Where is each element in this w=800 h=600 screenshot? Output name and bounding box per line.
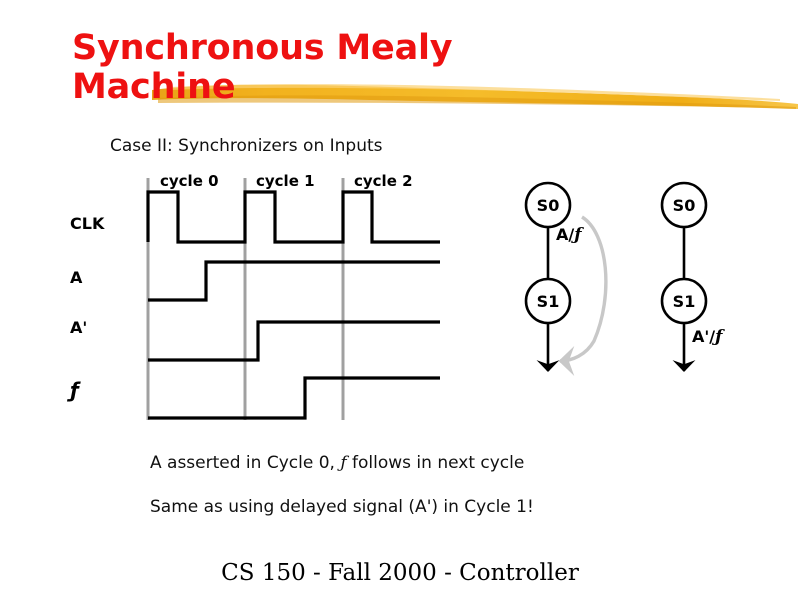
body-line-first: A asserted in Cycle 0, ƒ follows in next… [150,453,524,473]
state-diagram-svg: S0 S1 S0 S1 [524,181,708,376]
transition-label-left: A/ƒ [556,225,582,245]
cycle-label-1: cycle 1 [256,172,315,190]
state-diagram-right [660,181,708,373]
state-diagram-group: S0 S1 S0 S1 A/ƒ A'/ƒ [490,175,790,390]
wave-label-clk: CLK [70,214,105,233]
body-line-second: Same as using delayed signal (A') in Cyc… [150,497,534,517]
state-label-s0-right: S0 [673,196,696,215]
waveform-a-prime [148,320,440,362]
page-title: Synchronous Mealy Machine [72,28,453,108]
transition-label-right-prefix: A'/ [692,327,716,346]
pointer-arrow-curved [558,215,608,376]
wave-label-a: A [70,268,83,287]
body-line-first-italic: ƒ [340,453,347,473]
waveform-f [148,376,440,420]
body-line-first-part1: A asserted in Cycle 0, [150,453,341,473]
waveform-plot [146,178,440,420]
slide-subtitle: Case II: Synchronizers on Inputs [110,136,383,156]
waveform-a [148,260,440,302]
body-line-first-part2: follows in next cycle [346,453,525,473]
timing-diagram: CLK A A' ƒ cycle 0 cycle 1 cycle 2 [60,170,460,430]
transition-label-left-output: ƒ [574,225,582,245]
wave-label-f: ƒ [70,378,79,402]
cycle-label-2: cycle 2 [354,172,413,190]
transition-label-left-prefix: A/ [556,225,575,244]
transition-label-right: A'/ƒ [692,327,722,347]
transition-label-right-output: ƒ [715,327,723,347]
state-label-s1-right: S1 [673,292,696,311]
wave-label-a-prime: A' [70,318,88,337]
state-diagram-left [524,181,608,376]
state-label-s1-left: S1 [537,292,560,311]
waveform-clk [146,190,440,244]
state-label-s0-left: S0 [537,196,560,215]
cycle-label-0: cycle 0 [160,172,219,190]
slide-footer: CS 150 - Fall 2000 - Controller [221,560,579,586]
